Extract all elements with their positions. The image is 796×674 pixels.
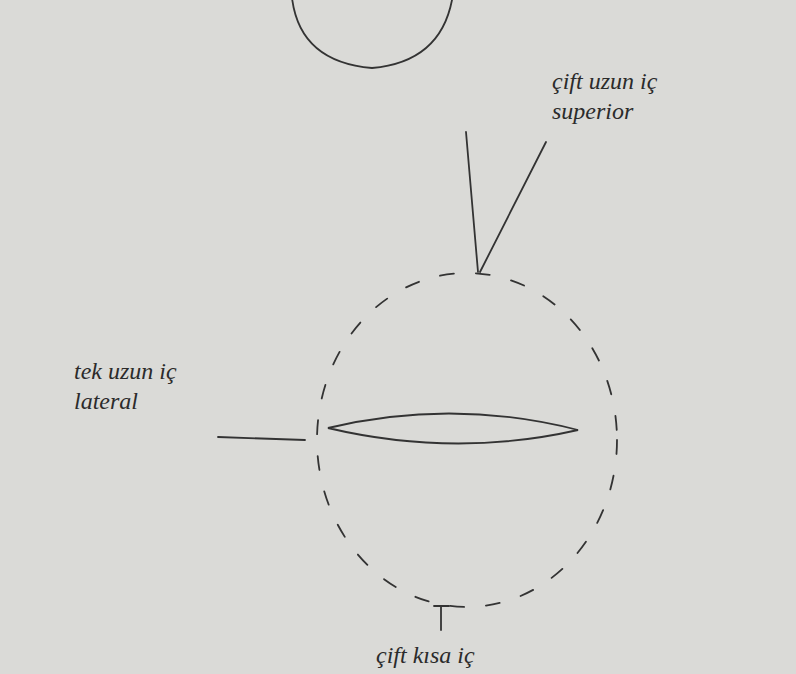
leader-line	[440, 606, 442, 630]
upper-circle	[292, 0, 452, 68]
part-label: tek uzun iç lateral	[74, 356, 206, 416]
lens-shape	[328, 413, 578, 443]
leader-line	[466, 132, 478, 272]
dashed-circle	[317, 273, 617, 607]
part-label: çift uzun iç superior	[552, 66, 702, 126]
leader-line	[218, 437, 305, 440]
part-label: çift kısa iç	[376, 640, 556, 670]
leader-line	[434, 605, 449, 607]
leader-line	[480, 142, 546, 272]
